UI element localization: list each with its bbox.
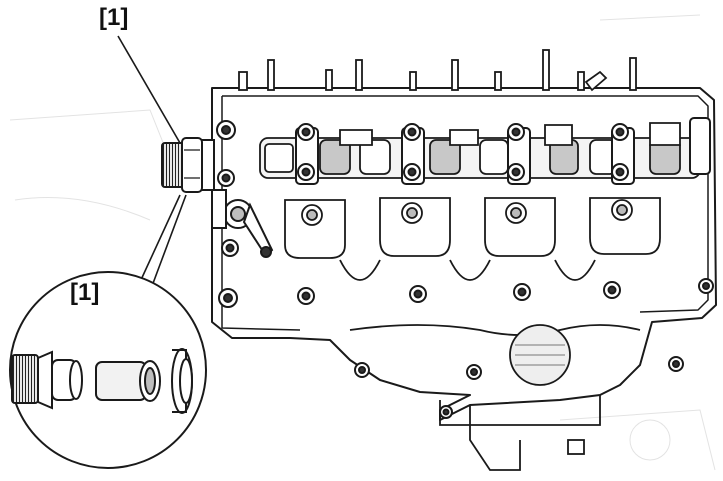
callout-label-main: [1] bbox=[99, 4, 129, 31]
callout-label-inset: [1] bbox=[70, 279, 100, 306]
manifold bbox=[349, 324, 641, 471]
camshaft-end-plug bbox=[161, 137, 203, 193]
inset-detail bbox=[9, 271, 207, 469]
combustion-chambers bbox=[284, 197, 661, 281]
left-end-details bbox=[199, 139, 274, 258]
camshaft bbox=[259, 122, 701, 179]
top-studs bbox=[238, 49, 637, 92]
